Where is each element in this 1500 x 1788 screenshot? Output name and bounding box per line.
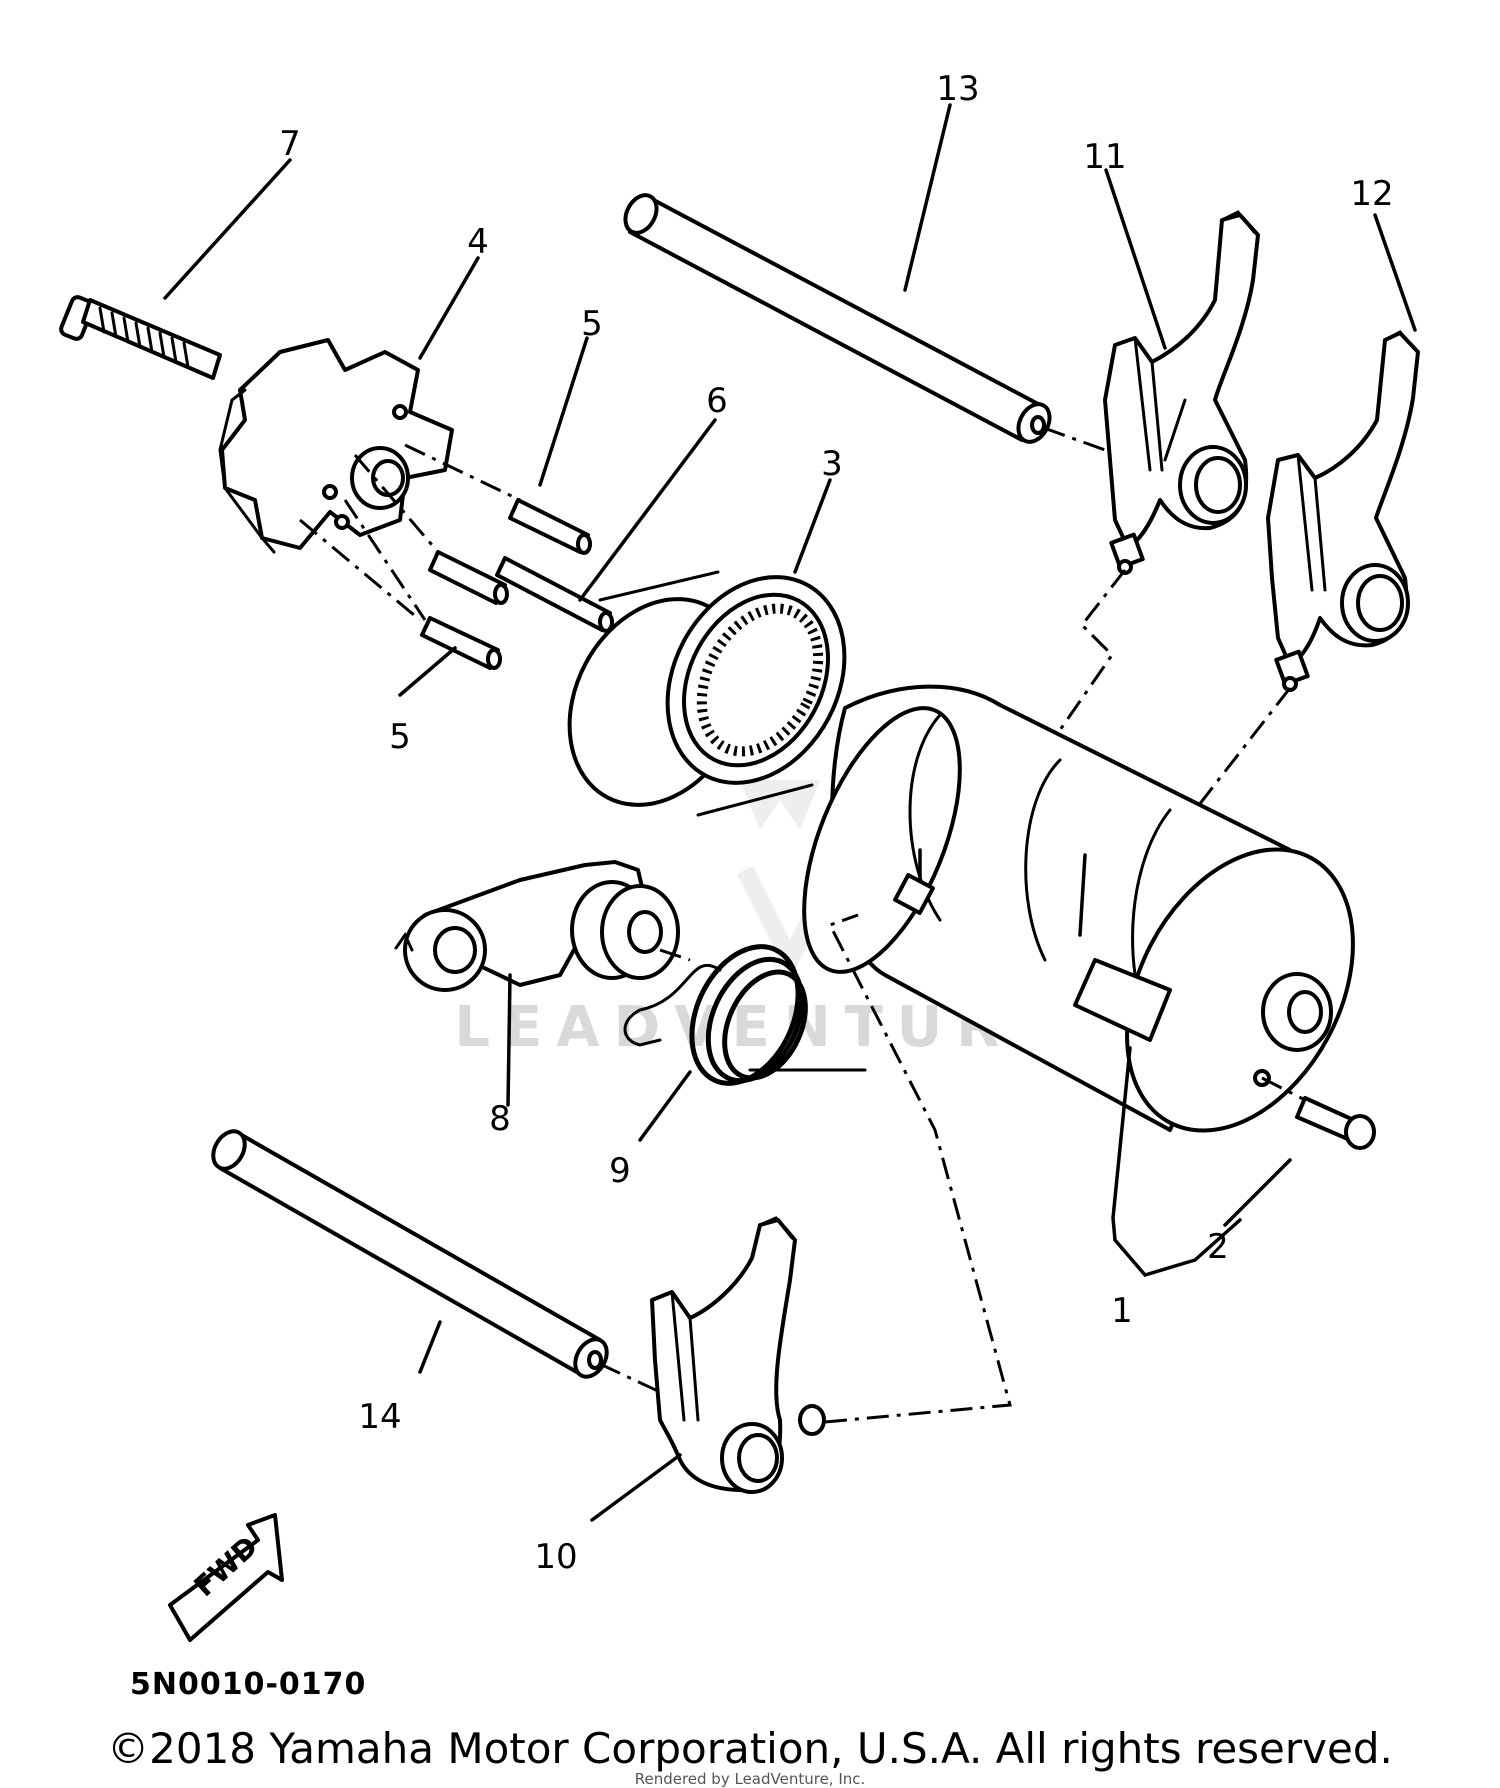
part-pin-long[interactable] — [495, 556, 614, 633]
callout-1: 1 — [1111, 1291, 1133, 1331]
copyright-notice: ©2018 Yamaha Motor Corporation, U.S.A. A… — [107, 1724, 1393, 1773]
part-torsion-spring[interactable] — [623, 929, 867, 1100]
part-segment[interactable] — [218, 338, 454, 554]
fwd-arrow-icon: FWD — [168, 1513, 284, 1642]
callout-10: 10 — [534, 1537, 577, 1577]
callout-9: 9 — [609, 1151, 631, 1191]
part-stopper-lever[interactable] — [394, 860, 680, 992]
part-shift-fork-3[interactable] — [650, 1216, 826, 1494]
callout-7: 7 — [279, 124, 301, 164]
part-pin-middle[interactable] — [428, 550, 509, 605]
part-shift-fork-1[interactable] — [1103, 210, 1260, 575]
callout-5-upper: 5 — [581, 304, 603, 344]
rendered-by-notice: Rendered by LeadVenture, Inc. — [634, 1770, 866, 1788]
part-guide-bar-upper[interactable] — [619, 190, 1056, 447]
part-bearing[interactable] — [535, 546, 879, 836]
callout-3: 3 — [821, 444, 843, 484]
part-screw[interactable] — [59, 295, 222, 380]
part-shift-cam[interactable] — [772, 684, 1399, 1170]
callout-14: 14 — [358, 1397, 401, 1437]
callout-13: 13 — [936, 69, 979, 109]
part-screw-drum[interactable] — [1295, 1096, 1376, 1150]
diagram-code: 5N0010-0170 — [130, 1667, 366, 1702]
callout-6: 6 — [706, 381, 728, 421]
callout-4: 4 — [467, 222, 489, 262]
part-pin-upper[interactable] — [508, 498, 592, 555]
part-guide-bar-lower[interactable] — [207, 1126, 613, 1383]
callout-11: 11 — [1083, 137, 1126, 177]
callout-12: 12 — [1350, 174, 1393, 214]
part-shift-fork-2[interactable] — [1266, 330, 1420, 692]
callout-2: 2 — [1207, 1227, 1229, 1267]
callout-8: 8 — [489, 1099, 511, 1139]
part-pin-lower[interactable] — [420, 616, 502, 670]
callout-5-lower: 5 — [389, 717, 411, 757]
